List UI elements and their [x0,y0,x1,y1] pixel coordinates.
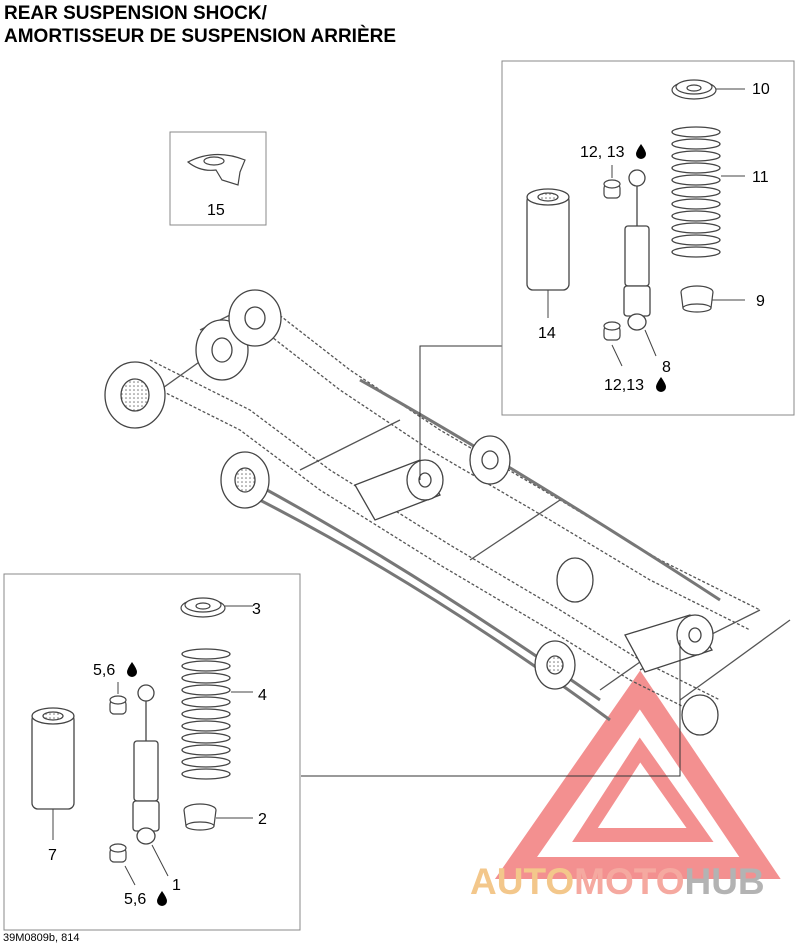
shock-absorber-1-icon [132,684,160,845]
bushing-5-6-top-icon [109,695,127,715]
protective-boot-14-icon [526,188,570,291]
label-parts-5-6-top: 5,6 [93,662,115,679]
watermark-text: AUTOMOTOHUB [470,861,765,902]
part-15-box [169,131,267,226]
label-part-7: 7 [48,847,57,864]
bushing-5-6-bottom-icon [109,843,127,863]
diagram-code: 39M0809b, 814 [3,932,80,944]
idler-wheels [104,289,719,736]
label-part-11: 11 [752,169,769,186]
leader-lines [301,345,681,777]
label-part-4: 4 [258,687,267,704]
installed-shock-front [354,459,444,521]
lubricant-drop-icon [127,144,666,906]
label-parts-12-13-bottom: 12,13 [604,377,644,394]
label-part-3: 3 [252,601,261,618]
lower-box-leaders [52,605,253,886]
spring-seat-9-icon [680,285,714,313]
label-part-9: 9 [756,293,765,310]
upper-box-leaders [547,88,745,367]
spring-4-icon [181,648,231,780]
upper-shock-box [501,60,795,416]
label-part-10: 10 [752,81,770,98]
lower-shock-box [3,573,301,931]
label-part-14: 14 [538,325,556,342]
spring-11-icon [671,126,721,258]
label-part-8: 8 [662,359,671,376]
shock-absorber-8-icon [623,169,651,331]
spring-seat-2-icon [183,803,217,831]
page-title: REAR SUSPENSION SHOCK/ AMORTISSEUR DE SU… [4,2,396,48]
part-15-plate-icon [186,153,246,186]
label-part-15: 15 [207,202,225,219]
title-line-2: AMORTISSEUR DE SUSPENSION ARRIÈRE [4,26,397,47]
bushing-12-13-top-icon [603,179,621,199]
installed-shock-rear [624,614,714,673]
protective-boot-7-icon [31,707,75,810]
spring-retainer-3-icon [180,597,226,618]
bushing-12-13-bottom-icon [603,321,621,341]
label-part-1: 1 [172,877,181,894]
label-parts-12-13-top: 12, 13 [580,144,625,161]
title-line-1: REAR SUSPENSION SHOCK/ [4,3,267,24]
label-part-2: 2 [258,811,267,828]
spring-retainer-10-icon [671,79,717,100]
label-parts-5-6-bottom: 5,6 [124,891,146,908]
watermark-logo [494,670,781,879]
